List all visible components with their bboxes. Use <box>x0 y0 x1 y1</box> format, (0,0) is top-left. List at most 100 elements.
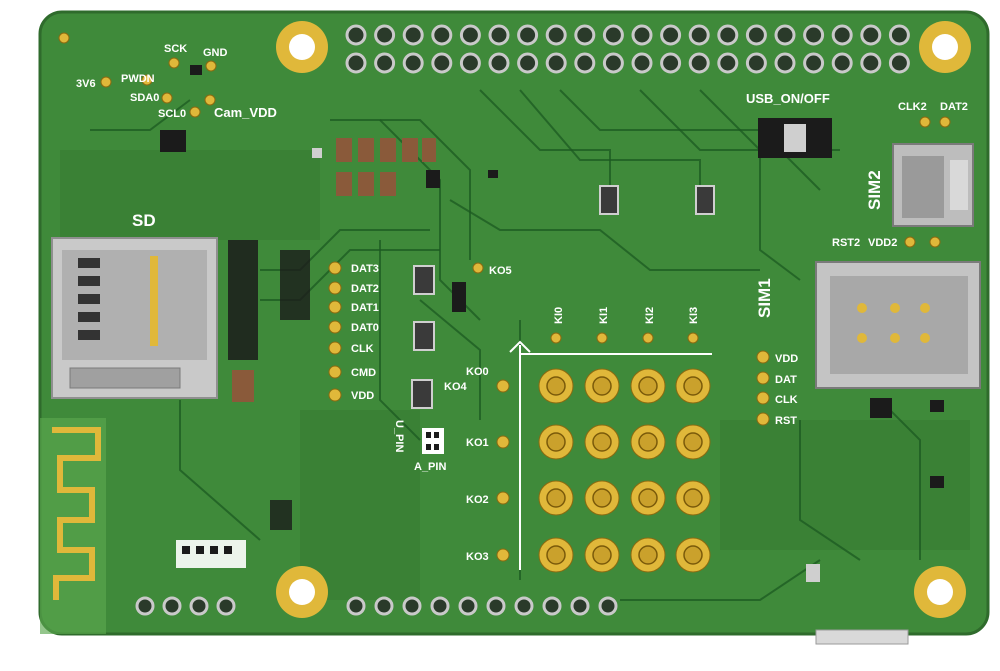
keypad-column-pad <box>642 332 654 344</box>
header-pin <box>431 52 453 74</box>
label-sim1-dat: DAT <box>775 374 797 386</box>
header-pin <box>488 52 510 74</box>
sim2-holder <box>892 116 974 248</box>
label-sd-dat3: DAT3 <box>351 263 379 275</box>
header-pin <box>545 52 567 74</box>
keypad-pad-center <box>683 545 703 565</box>
bottom-pin <box>374 596 394 616</box>
header-pin <box>402 24 424 46</box>
camera-connector-area <box>58 32 217 152</box>
header-pin <box>717 52 739 74</box>
bottom-pin <box>135 596 155 616</box>
header-pin <box>459 24 481 46</box>
keypad-pad-center <box>546 376 566 396</box>
header-pin <box>803 24 825 46</box>
bottom-pin <box>514 596 534 616</box>
label-sck: SCK <box>164 43 187 55</box>
header-pin <box>688 24 710 46</box>
bottom-pin <box>458 596 478 616</box>
label-pwdn: PWDN <box>121 73 155 85</box>
keypad-pads <box>538 332 711 573</box>
keypad-pad-center <box>638 432 658 452</box>
header-pin <box>488 24 510 46</box>
label-ko5: KO5 <box>489 265 512 277</box>
keypad-pad-center <box>683 432 703 452</box>
header-pin <box>888 24 910 46</box>
header-pin <box>745 52 767 74</box>
label-ki2: KI2 <box>644 307 656 324</box>
header-pin <box>660 24 682 46</box>
header-pin <box>431 24 453 46</box>
label-scl0: SCL0 <box>158 108 186 120</box>
label-sd: SD <box>132 211 156 230</box>
header-pin <box>803 52 825 74</box>
gpio-header <box>345 24 910 74</box>
label-gnd: GND <box>203 47 228 59</box>
bottom-pin <box>486 596 506 616</box>
bottom-pin <box>542 596 562 616</box>
misc-components <box>176 400 944 645</box>
header-pin <box>345 52 367 74</box>
header-pin <box>574 52 596 74</box>
label-3v6: 3V6 <box>76 78 96 90</box>
header-pin <box>402 52 424 74</box>
header-pin <box>860 24 882 46</box>
label-sda0: SDA0 <box>130 92 159 104</box>
board-texture <box>60 150 970 600</box>
header-pin <box>459 52 481 74</box>
header-pin <box>517 24 539 46</box>
header-pin <box>545 24 567 46</box>
bottom-pin <box>216 596 236 616</box>
label-sim2: SIM2 <box>865 170 884 210</box>
header-pin <box>345 24 367 46</box>
header-pin <box>602 52 624 74</box>
label-sim1-rst: RST <box>775 415 797 427</box>
label-sim1: SIM1 <box>755 278 774 318</box>
label-sd-vdd: VDD <box>351 390 374 402</box>
keypad-pad-center <box>592 545 612 565</box>
bottom-pin <box>570 596 590 616</box>
keypad-pad-center <box>638 488 658 508</box>
label-sd-dat2: DAT2 <box>351 283 379 295</box>
keypad-row-pads <box>472 262 510 562</box>
keypad-pad-center <box>638 545 658 565</box>
header-pin <box>831 52 853 74</box>
label-sd-cmd: CMD <box>351 367 376 379</box>
bottom-pin <box>598 596 618 616</box>
header-pin <box>774 24 796 46</box>
label-usb-on-off: USB_ON/OFF <box>746 91 830 106</box>
sd-card-slot <box>51 237 258 402</box>
header-pin <box>602 24 624 46</box>
label-ko1: KO1 <box>466 437 489 449</box>
label-ko4: KO4 <box>444 381 468 393</box>
keypad-pad-center <box>546 545 566 565</box>
header-pin <box>374 52 396 74</box>
sim1-holder <box>756 261 981 426</box>
header-pin <box>374 24 396 46</box>
keypad-pad-center <box>638 376 658 396</box>
header-pin <box>631 24 653 46</box>
label-a-pin: A_PIN <box>414 461 446 473</box>
keypad-pad-center <box>592 376 612 396</box>
label-vdd2: VDD2 <box>868 237 897 249</box>
label-sd-dat0: DAT0 <box>351 322 379 334</box>
header-pin <box>860 52 882 74</box>
keypad-column-pad <box>596 332 608 344</box>
header-pin <box>631 52 653 74</box>
label-clk2: CLK2 <box>898 101 927 113</box>
label-ki3: KI3 <box>688 307 700 324</box>
sd-pin-pads <box>280 250 342 402</box>
header-pin <box>717 24 739 46</box>
header-pin <box>660 52 682 74</box>
keypad-pad-center <box>592 432 612 452</box>
label-sd-dat1: DAT1 <box>351 302 379 314</box>
keypad-column-pad <box>687 332 699 344</box>
bottom-pin <box>346 596 366 616</box>
label-sim1-clk: CLK <box>775 394 798 406</box>
bottom-pin <box>402 596 422 616</box>
keypad-silkscreen-lines <box>509 340 712 570</box>
capacitor-bank <box>312 138 440 196</box>
label-sim1-vdd: VDD <box>775 353 798 365</box>
header-pin <box>688 52 710 74</box>
